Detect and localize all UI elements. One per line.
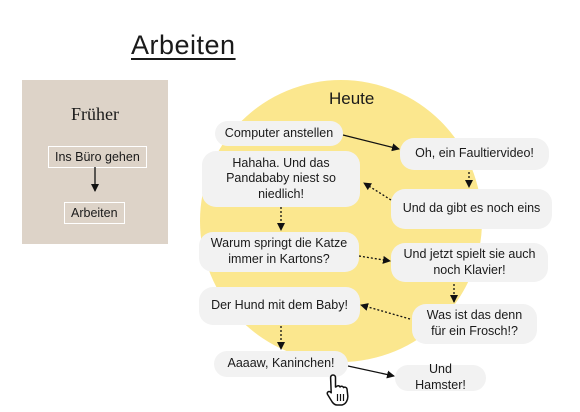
arrow-computer-faultier [342, 134, 400, 152]
heute-title: Heute [329, 89, 375, 108]
node-katze-kartons: Warum springt die Katze immer in Kartons… [199, 232, 359, 272]
node-kaninchen: Aaaaw, Kaninchen! [214, 351, 348, 377]
hand-pointer-icon [326, 374, 349, 406]
arrow-frosch-hund [360, 303, 411, 320]
node-frosch: Was ist das denn für ein Frosch!? [412, 304, 537, 344]
frueher-title: Früher [71, 104, 119, 124]
node-faultiervideo: Oh, ein Faultiervideo! [400, 138, 549, 170]
node-klavier: Und jetzt spielt sie auch noch Klavier! [391, 243, 548, 282]
node-pandababy: Hahaha. Und das Pandababy niest so niedl… [202, 151, 360, 207]
frueher-step-buero: Ins Büro gehen [48, 146, 147, 168]
node-und-da: Und da gibt es noch eins [391, 189, 552, 229]
page-title: Arbeiten [131, 30, 236, 60]
node-hamster: Und Hamster! [395, 362, 486, 392]
node-hund-baby: Der Hund mit dem Baby! [199, 287, 360, 325]
frueher-step-arbeiten: Arbeiten [64, 202, 125, 224]
arrow-undda-hahaha [363, 182, 392, 201]
arrow-katze-klavier [358, 255, 391, 264]
arrow-kaninchen-hamster [347, 365, 395, 379]
frueher-panel: Früher Ins Büro gehen Arbeiten [22, 80, 168, 244]
node-computer-anstellen: Computer anstellen [215, 121, 343, 146]
